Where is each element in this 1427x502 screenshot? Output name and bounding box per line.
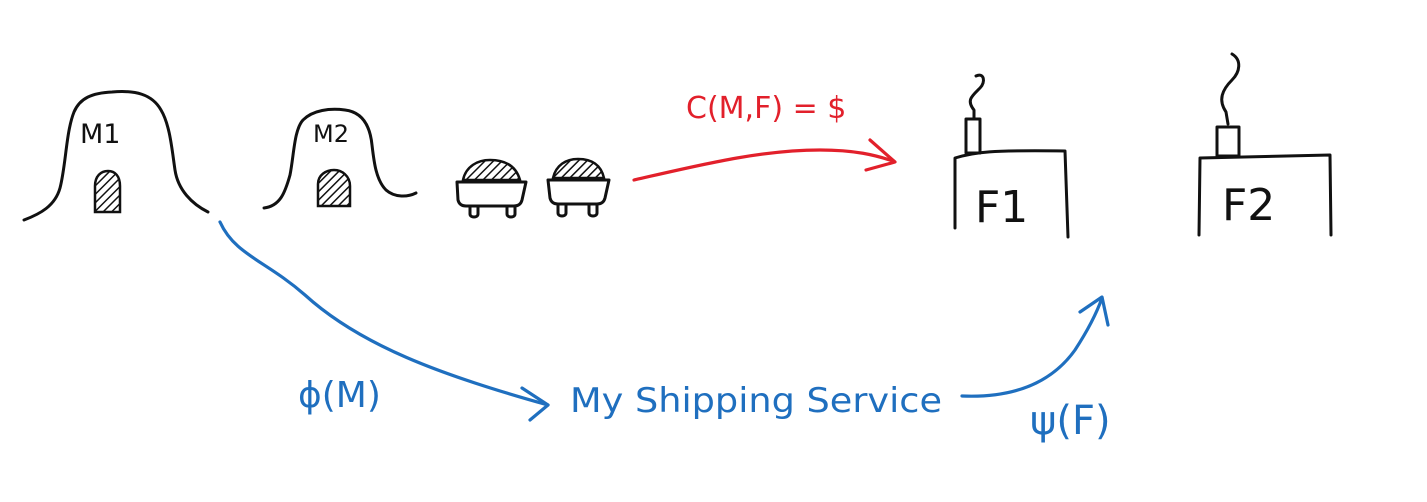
mine-m1: M1 <box>22 90 210 222</box>
cart-2-wheel-left <box>556 202 568 218</box>
psi-label: ψ(F) <box>1030 398 1111 444</box>
cart-1-body <box>455 180 528 208</box>
factory-f2-chimney <box>1215 125 1241 158</box>
cart-2-ore <box>551 157 606 180</box>
mine-m1-entrance <box>93 169 122 214</box>
factory-f1-building <box>953 149 1070 239</box>
factory-f2-label: F2 <box>1222 180 1275 231</box>
factory-f2-smoke <box>1220 52 1241 126</box>
factory-f1-label: F1 <box>975 182 1028 233</box>
ore-cart-icon <box>546 157 611 218</box>
shipping-route: ϕ(M) My Shipping Service ψ(F) <box>218 220 1111 444</box>
ore-cart-icon <box>455 158 528 219</box>
cart-2-wheel-right <box>587 202 599 218</box>
cart-1-ore <box>461 158 522 182</box>
mine-m2-entrance <box>316 168 352 208</box>
shipping-arrow-mine-to-service <box>218 220 550 407</box>
mine-m2-label: M2 <box>313 120 349 148</box>
shipping-arrow-head-service <box>520 386 550 422</box>
cart-1-wheel-left <box>468 204 480 219</box>
cost-arrow-head <box>864 138 897 172</box>
shipping-arrow-service-to-factory <box>960 296 1104 398</box>
factory-f1-smoke <box>968 73 985 120</box>
phi-label: ϕ(M) <box>298 375 381 416</box>
factory-f1: F1 <box>953 73 1070 239</box>
cost-arrow-line <box>632 148 895 182</box>
cart-1-wheel-right <box>505 204 517 219</box>
shipping-service-label: My Shipping Service <box>570 381 942 421</box>
mine-m1-label: M1 <box>80 119 120 150</box>
mine-m2: M2 <box>262 107 418 210</box>
cost-arrow: C(M,F) = $ <box>632 91 897 182</box>
cart-2-body <box>546 178 611 206</box>
factory-f1-chimney <box>964 117 982 155</box>
factory-f2-building <box>1197 153 1333 237</box>
cost-label: C(M,F) = $ <box>686 91 846 126</box>
mine-m1-outline <box>22 90 210 222</box>
mine-m2-outline <box>262 107 418 210</box>
shipping-arrow-head-factory <box>1078 295 1110 327</box>
factory-f2: F2 <box>1197 52 1333 237</box>
